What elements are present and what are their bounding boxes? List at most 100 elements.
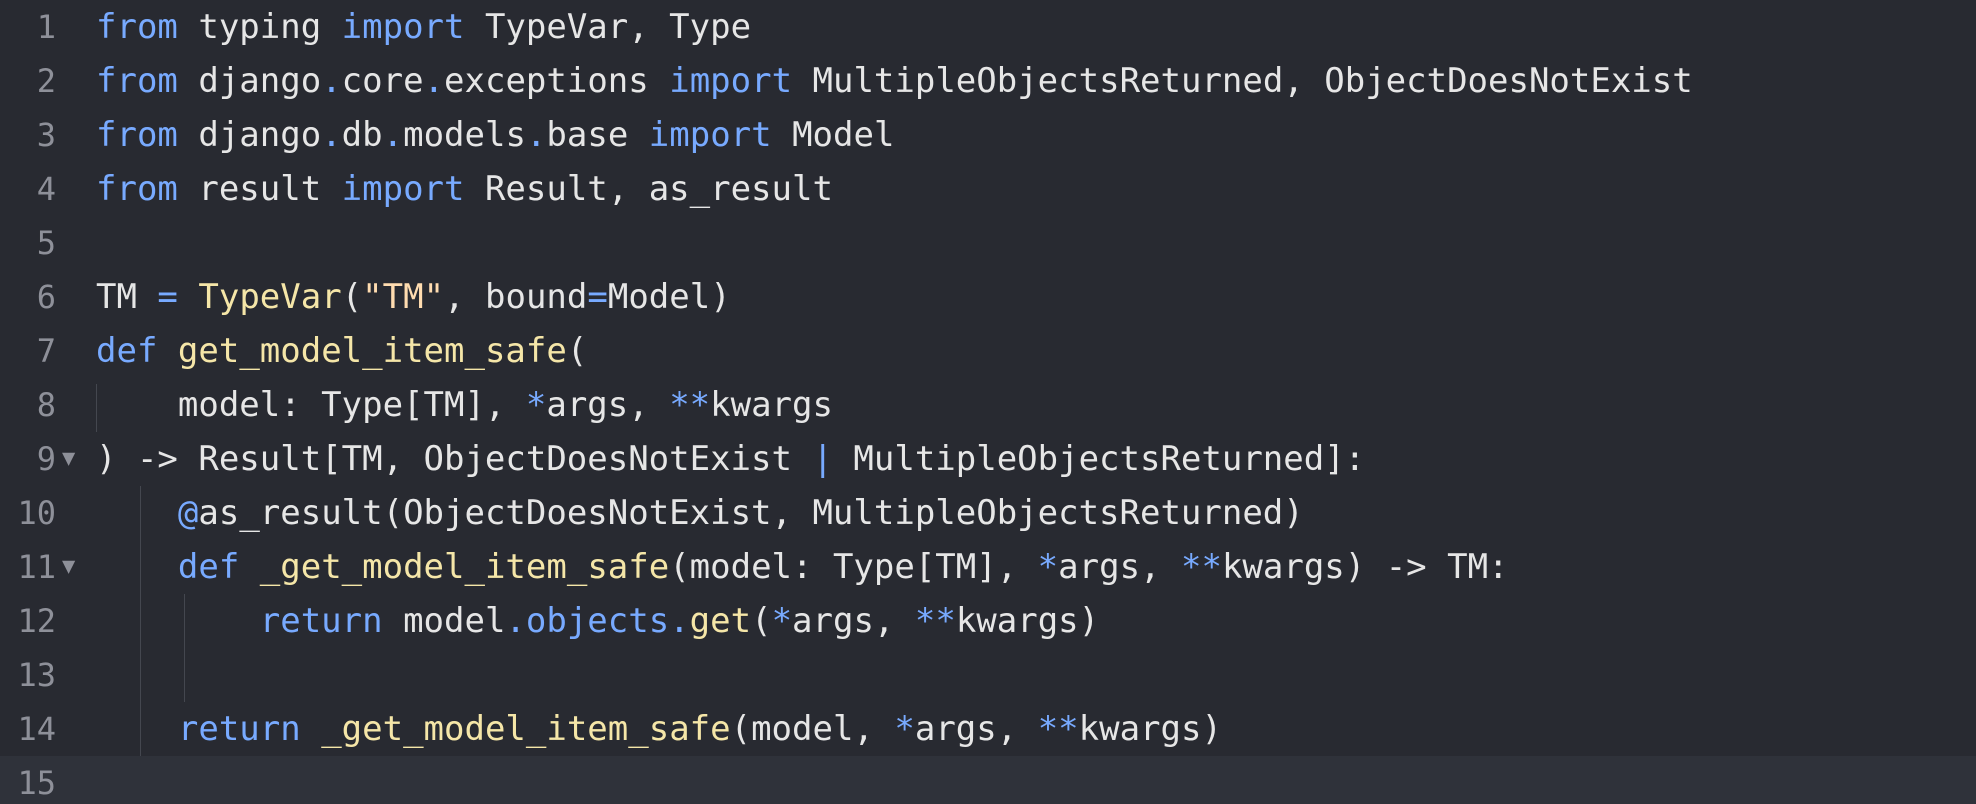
code-token: . bbox=[525, 115, 547, 155]
code-text[interactable]: return _get_model_item_safe(model, *args… bbox=[96, 702, 1222, 756]
code-text[interactable]: return model.objects.get(*args, **kwargs… bbox=[96, 594, 1099, 648]
code-text[interactable]: ) -> Result[TM, ObjectDoesNotExist | Mul… bbox=[96, 432, 1365, 486]
code-token: ** bbox=[914, 601, 956, 641]
line-number: 14 bbox=[17, 710, 56, 748]
code-token: _get_model_item_safe bbox=[259, 547, 670, 587]
code-token: @ bbox=[177, 493, 199, 533]
code-line[interactable]: 15 bbox=[0, 756, 1976, 804]
code-text[interactable]: from result import Result, as_result bbox=[96, 162, 833, 216]
code-token: kwargs) bbox=[1078, 709, 1222, 749]
code-token: base bbox=[546, 115, 649, 155]
code-line[interactable]: 8 model: Type[TM], *args, **kwargs bbox=[0, 378, 1976, 432]
code-token: args, bbox=[792, 601, 915, 641]
code-text[interactable]: def get_model_item_safe( bbox=[96, 324, 587, 378]
code-token: .objects. bbox=[505, 601, 690, 641]
code-token: MultipleObjectsReturned]: bbox=[832, 439, 1366, 479]
code-text[interactable]: def _get_model_item_safe(model: Type[TM]… bbox=[96, 540, 1509, 594]
code-text[interactable]: model: Type[TM], *args, **kwargs bbox=[96, 378, 833, 432]
code-token: = bbox=[587, 277, 608, 317]
code-text[interactable]: from django.db.models.base import Model bbox=[96, 108, 894, 162]
code-token: django bbox=[177, 61, 322, 101]
code-token: return bbox=[177, 709, 301, 749]
code-line[interactable]: 14 return _get_model_item_safe(model, *a… bbox=[0, 702, 1976, 756]
code-token: model bbox=[382, 601, 506, 641]
code-token: get bbox=[689, 601, 752, 641]
line-number: 1 bbox=[36, 8, 56, 46]
code-token: * bbox=[894, 709, 915, 749]
code-token: TypeVar, Type bbox=[464, 7, 752, 47]
code-token: result bbox=[177, 169, 342, 209]
code-token: typing bbox=[177, 7, 342, 47]
code-token: ** bbox=[1037, 709, 1079, 749]
code-token: from bbox=[96, 115, 178, 155]
code-token: Model bbox=[771, 115, 895, 155]
code-token: = bbox=[157, 277, 178, 317]
code-token: args, bbox=[1058, 547, 1181, 587]
code-token: models bbox=[403, 115, 526, 155]
code-token: import bbox=[341, 7, 465, 47]
code-line[interactable]: 11▼ def _get_model_item_safe(model: Type… bbox=[0, 540, 1976, 594]
line-number: 5 bbox=[36, 224, 56, 262]
code-token bbox=[239, 547, 259, 587]
code-token: from bbox=[96, 7, 178, 47]
line-number: 12 bbox=[17, 602, 56, 640]
indent-guide bbox=[96, 384, 97, 432]
code-token: db bbox=[341, 115, 383, 155]
code-token: TypeVar bbox=[198, 277, 342, 317]
code-token: import bbox=[341, 169, 465, 209]
code-token: exceptions bbox=[444, 61, 670, 101]
code-token: import bbox=[669, 61, 793, 101]
code-token: * bbox=[525, 385, 547, 425]
code-token: django bbox=[177, 115, 322, 155]
code-token: "TM" bbox=[362, 277, 445, 317]
code-token bbox=[96, 601, 260, 641]
code-token: as_result(ObjectDoesNotExist, MultipleOb… bbox=[198, 493, 1304, 533]
fold-toggle-icon[interactable]: ▼ bbox=[62, 446, 76, 471]
code-token: ( bbox=[751, 601, 772, 641]
code-token: | bbox=[812, 439, 833, 479]
code-text[interactable]: @as_result(ObjectDoesNotExist, MultipleO… bbox=[96, 486, 1304, 540]
code-token bbox=[96, 547, 178, 587]
code-token: from bbox=[96, 61, 178, 101]
code-token: from bbox=[96, 169, 178, 209]
code-token: return bbox=[259, 601, 383, 641]
code-token: _get_model_item_safe bbox=[321, 709, 731, 749]
code-token: core bbox=[341, 61, 424, 101]
code-line[interactable]: 1 from typing import TypeVar, Type bbox=[0, 0, 1976, 54]
code-token: (model, bbox=[730, 709, 895, 749]
code-line[interactable]: 9▼) -> Result[TM, ObjectDoesNotExist | M… bbox=[0, 432, 1976, 486]
line-number: 15 bbox=[17, 764, 56, 802]
code-token: get_model_item_safe bbox=[177, 331, 567, 371]
code-line[interactable]: 5 bbox=[0, 216, 1976, 270]
code-token: kwargs bbox=[710, 385, 833, 425]
code-token: ** bbox=[669, 385, 711, 425]
indent-guide bbox=[184, 594, 185, 702]
code-line[interactable]: 12 return model.objects.get(*args, **kwa… bbox=[0, 594, 1976, 648]
code-text[interactable]: from django.core.exceptions import Multi… bbox=[96, 54, 1693, 108]
code-token: MultipleObjectsReturned, ObjectDoesNotEx… bbox=[792, 61, 1693, 101]
code-text[interactable]: from typing import TypeVar, Type bbox=[96, 0, 751, 54]
line-number: 11 bbox=[17, 548, 56, 586]
code-text[interactable]: TM = TypeVar("TM", bound=Model) bbox=[96, 270, 731, 324]
code-line[interactable]: 13 bbox=[0, 648, 1976, 702]
code-token: . bbox=[382, 115, 404, 155]
line-number: 8 bbox=[36, 386, 56, 424]
code-token: ** bbox=[1180, 547, 1222, 587]
code-token: TM bbox=[96, 277, 158, 317]
fold-toggle-icon[interactable]: ▼ bbox=[62, 554, 76, 579]
code-line[interactable]: 10 @as_result(ObjectDoesNotExist, Multip… bbox=[0, 486, 1976, 540]
code-token: . bbox=[321, 61, 342, 101]
code-token bbox=[178, 277, 198, 317]
code-token bbox=[96, 493, 178, 533]
code-token: args, bbox=[546, 385, 670, 425]
code-token: model: Type[TM], bbox=[96, 385, 526, 425]
code-token: kwargs) bbox=[955, 601, 1100, 641]
line-number: 10 bbox=[17, 494, 56, 532]
code-token: kwargs) -> TM: bbox=[1221, 547, 1509, 587]
